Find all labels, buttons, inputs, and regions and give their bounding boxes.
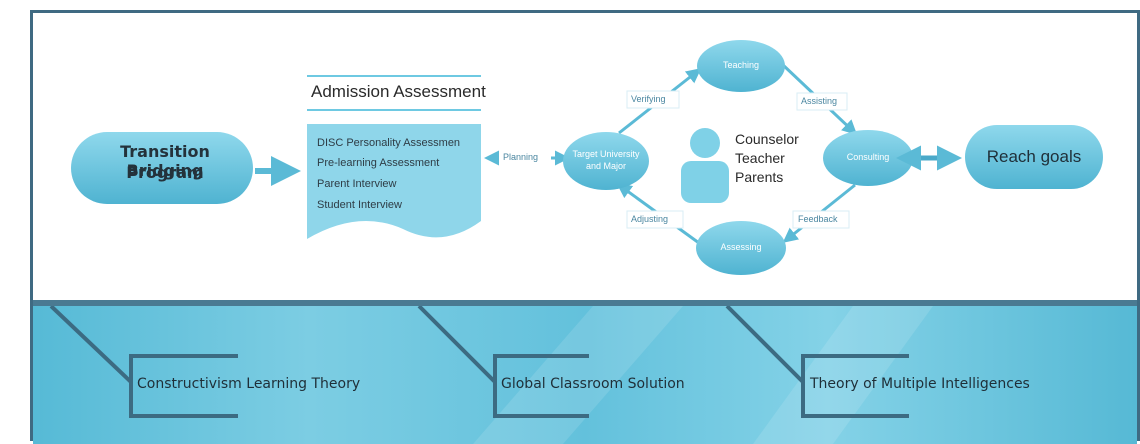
consulting-label: Consulting <box>846 152 890 162</box>
verifying-label: Verifying <box>631 94 666 104</box>
theory-label-2: Global Classroom Solution <box>501 376 685 392</box>
light-streak-1 <box>473 306 683 444</box>
teaching-node <box>697 40 785 92</box>
section-divider <box>33 300 1137 306</box>
target-university-label-2: and Major <box>585 161 627 171</box>
admission-item-4: Student Interview <box>317 199 402 211</box>
light-streak-2 <box>753 306 933 444</box>
admission-title: Admission Assessment <box>311 82 486 101</box>
transition-program-label-1: Transition Bridging <box>120 142 210 180</box>
reach-goals-label: Reach goals <box>986 147 1082 166</box>
target-university-node <box>563 132 649 190</box>
theory-panel: Constructivism Learning Theory Global Cl… <box>33 306 1137 444</box>
diagram-frame: Transition Bridging Program Admission As… <box>30 10 1140 444</box>
admission-item-3: Parent Interview <box>317 178 397 190</box>
assisting-label-bg <box>796 92 848 111</box>
assisting-label: Assisting <box>801 96 838 106</box>
planning-label-bg <box>499 150 551 167</box>
feedback-label: Feedback <box>798 214 838 224</box>
bracket-3 <box>725 306 909 418</box>
assessing-label: Assessing <box>720 242 762 252</box>
admission-item-1: DISC Personality Assessmen <box>317 137 461 149</box>
theory-label-1: Constructivism Learning Theory <box>137 376 361 392</box>
theory-brackets <box>49 306 933 444</box>
counselor-label: Counselor <box>735 131 799 147</box>
adjusting-label-bg <box>626 210 684 229</box>
workflow-panel: Transition Bridging Program Admission As… <box>33 13 1137 300</box>
target-university-label-1: Target University <box>572 149 640 159</box>
bracket-1 <box>49 306 238 418</box>
transition-program-box <box>71 132 253 204</box>
admission-item-2: Pre-learning Assessment <box>317 157 440 169</box>
reach-goals-box <box>965 125 1103 189</box>
person-icon <box>681 128 729 203</box>
admission-document-shape <box>307 124 481 239</box>
verifying-label-bg <box>626 90 680 109</box>
planning-label: Planning <box>503 152 539 162</box>
consulting-node <box>823 130 913 186</box>
teaching-label: Teaching <box>722 60 760 70</box>
theory-label-3: Theory of Multiple Intelligences <box>810 376 1030 392</box>
transition-program-label-2: Program <box>126 163 204 182</box>
parents-label: Parents <box>735 169 784 185</box>
adjusting-label: Adjusting <box>631 214 669 224</box>
workflow-diagram <box>71 40 1103 275</box>
assessing-node <box>696 221 786 275</box>
feedback-label-bg <box>792 210 850 229</box>
bracket-2 <box>417 306 589 418</box>
teacher-label: Teacher <box>735 150 785 166</box>
